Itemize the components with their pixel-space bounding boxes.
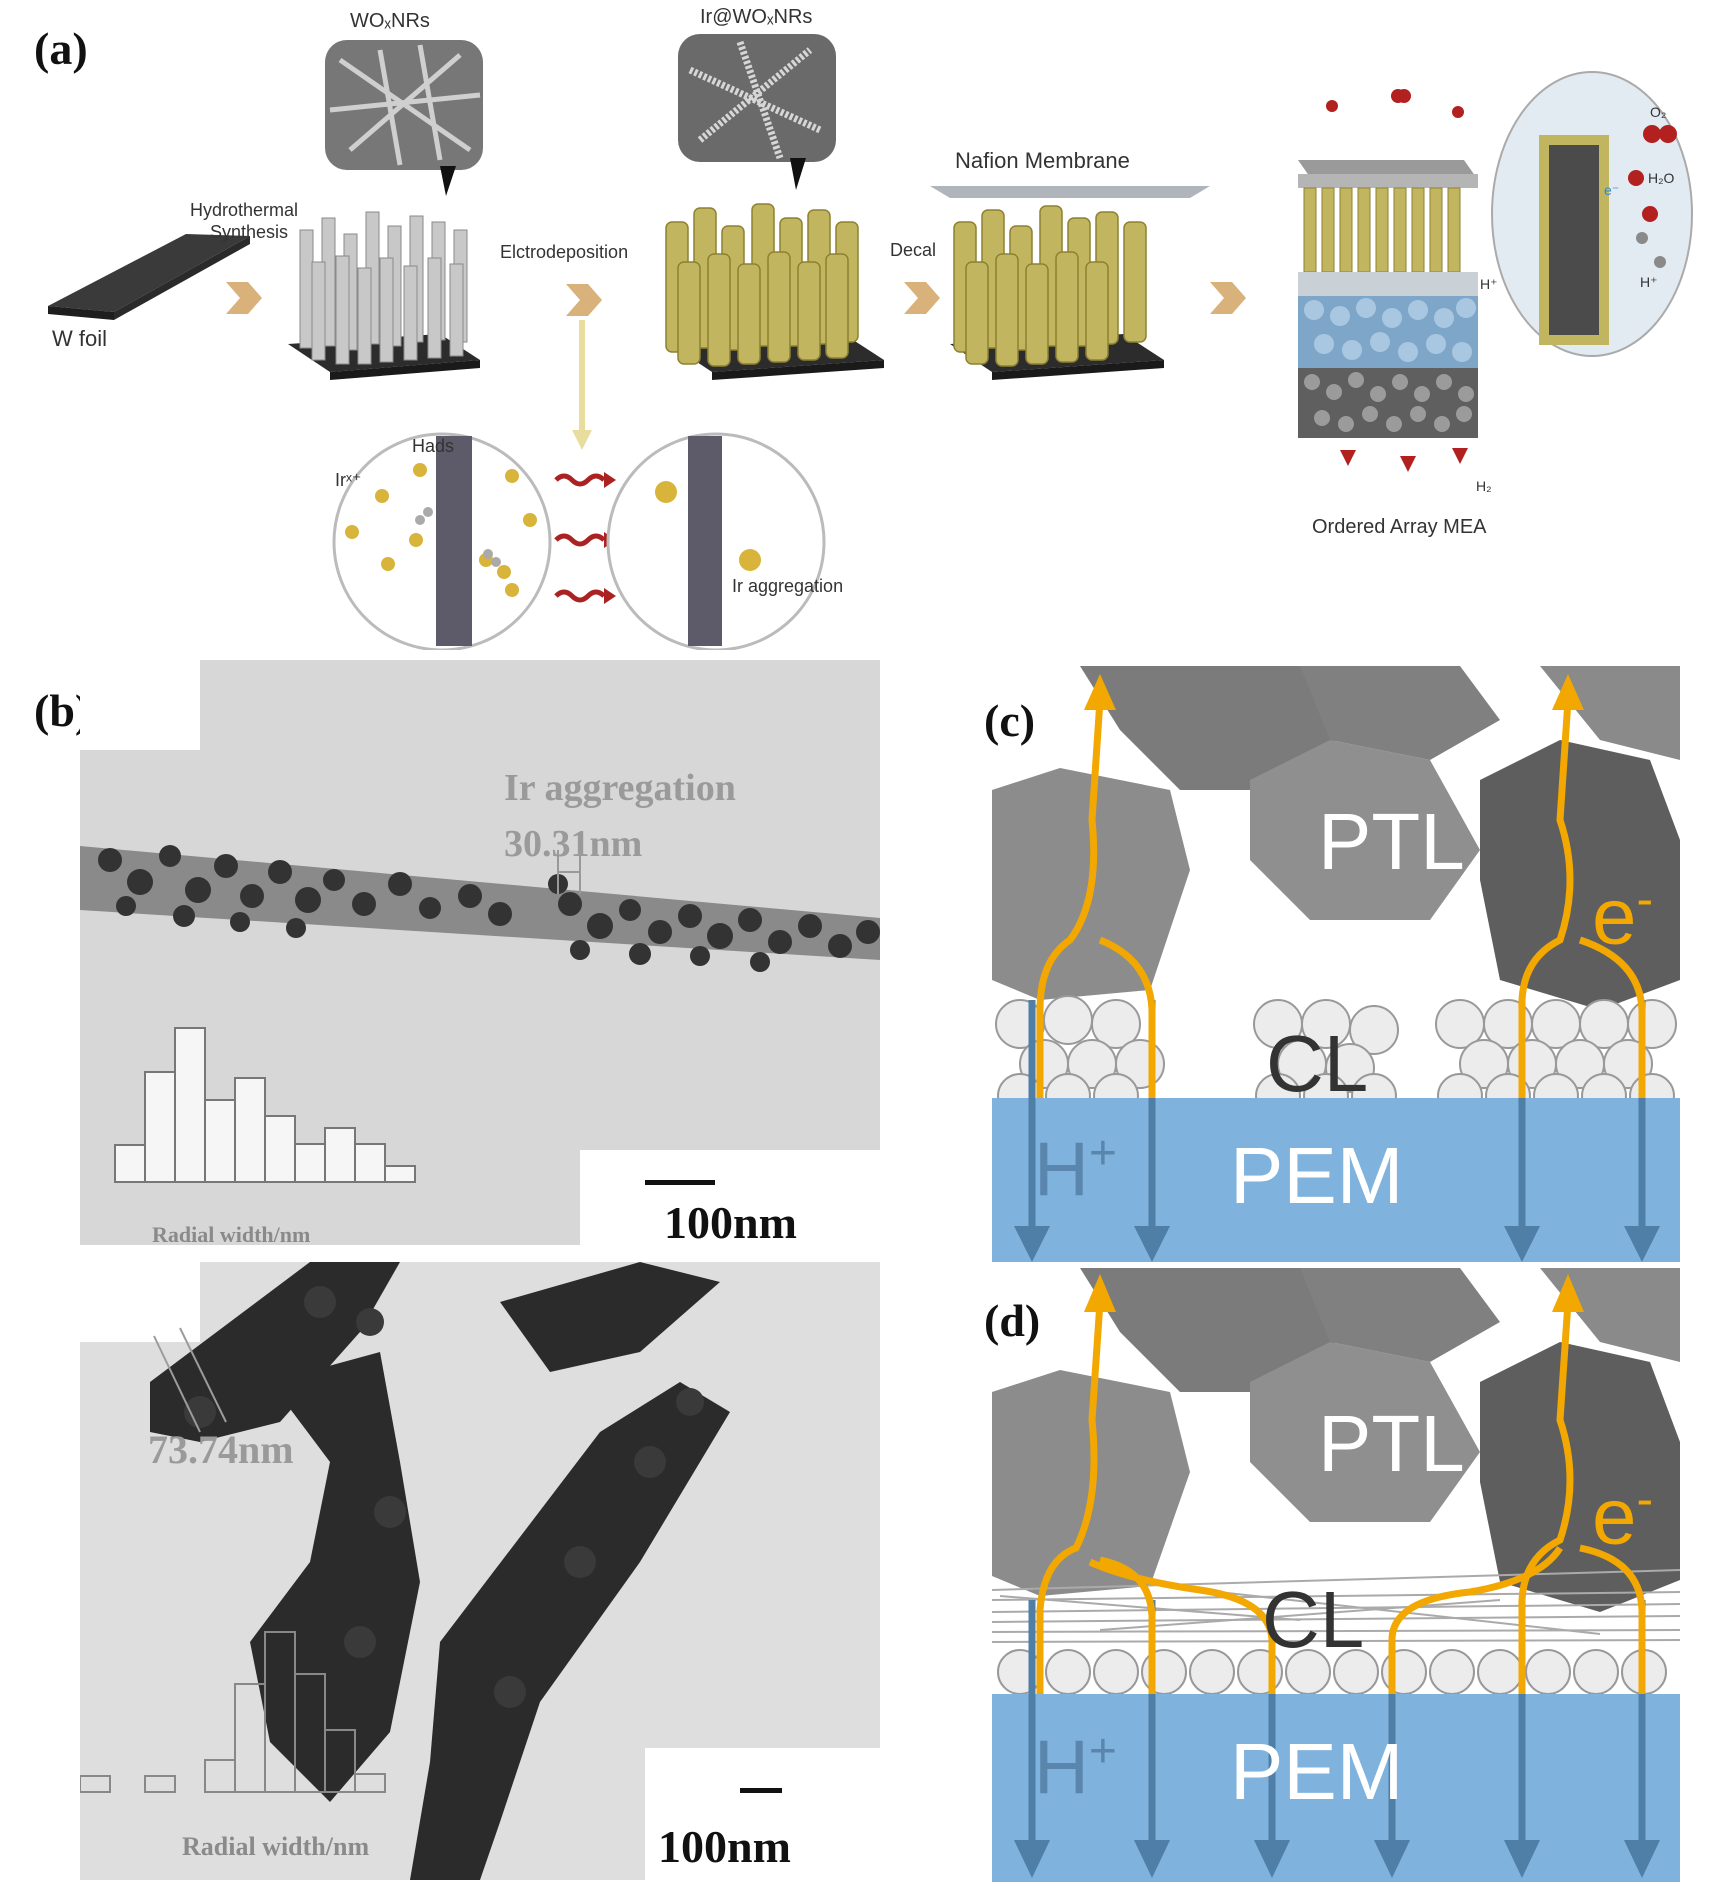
o2-label: O₂ [1650, 104, 1667, 120]
h-plus-bubble-label: H⁺ [1640, 274, 1658, 290]
c-pem-label: PEM [1230, 1131, 1404, 1220]
tem-image-i [80, 660, 880, 1245]
tem-ii-xlabel: Radial width/nm [182, 1832, 370, 1861]
electrodeposition-label: Elctrodeposition [500, 242, 629, 262]
histogram-i [114, 1027, 416, 1183]
mea-label: Ordered Array MEA [1312, 516, 1487, 538]
histogram-ii [80, 1631, 386, 1793]
decal-label: Decal [890, 240, 937, 260]
c-electron-sup: - [1636, 871, 1654, 927]
tem-image-ii [80, 1262, 880, 1880]
nafion-membrane [930, 186, 1210, 198]
d-ptl-label: PTL [1318, 1399, 1465, 1488]
d-electron-label: e- [1592, 1470, 1653, 1563]
w-foil-label: W foil [52, 326, 107, 351]
panel-label-d: (d) [984, 1295, 1041, 1346]
h-ads-label: Hads [412, 436, 455, 456]
d-electron-sup: - [1636, 1471, 1654, 1527]
tem-ii-size: 73.74nm [148, 1427, 294, 1472]
deposition-arrow [572, 319, 592, 450]
d-proton-h: H [1034, 1725, 1089, 1811]
synthesis-label: Synthesis [210, 222, 289, 242]
ir-ion-label: Irˣ⁺ [335, 470, 362, 490]
tem-i-xlabel: Radial width/nm [152, 1222, 311, 1247]
h2-label: H₂ [1476, 478, 1492, 494]
sem-bubble-ir-wox [678, 34, 836, 190]
mea-zoom-bubble [1491, 71, 1693, 357]
ir-wox-nanorod-array [665, 203, 884, 380]
d-electron-e: e [1592, 1471, 1637, 1561]
d-pem-label: PEM [1230, 1727, 1404, 1816]
ordered-array-mea [1298, 89, 1478, 472]
wox-nanorod-array [288, 211, 480, 380]
panel-label-a: (a) [34, 23, 88, 74]
c-proton-h: H [1034, 1127, 1089, 1213]
sem-bubble-wox [325, 40, 483, 196]
decal-nanorod-array [950, 205, 1164, 380]
nafion-label: Nafion Membrane [955, 148, 1130, 173]
d-proton-sup: + [1088, 1725, 1117, 1778]
tem-i-title: Ir aggregation [504, 767, 736, 809]
tem-ii-scale-label: 100nm [658, 1821, 791, 1872]
squiggle-arrows [554, 473, 606, 603]
c-cl-label: CL [1266, 1019, 1369, 1108]
c-electron-e: e [1592, 871, 1637, 961]
c-ptl-label: PTL [1318, 797, 1465, 886]
c-electron-label: e- [1592, 870, 1653, 963]
h-plus-mea-label: H⁺ [1480, 276, 1498, 292]
ir-aggregation-inset [606, 432, 826, 650]
h2o-label: H₂O [1648, 170, 1675, 186]
ir-wox-nrs-label: Ir@WOₓNRs [700, 6, 813, 28]
step-chevrons [226, 282, 1246, 316]
tem-i-scale-label: 100nm [664, 1197, 797, 1248]
ir-ion-inset [332, 432, 552, 650]
w-foil-slab [48, 234, 250, 320]
e-minus-label: e⁻ [1604, 182, 1620, 198]
d-proton-label: H+ [1034, 1724, 1117, 1811]
hydrothermal-label: Hydrothermal [190, 200, 299, 220]
tem-i-size: 30.31nm [504, 823, 643, 865]
c-proton-label: H+ [1034, 1126, 1117, 1213]
ir-aggregation-label: Ir aggregation [732, 576, 844, 596]
c-proton-sup: + [1088, 1127, 1117, 1180]
wox-nrs-label: WOₓNRs [350, 10, 430, 32]
panel-label-c: (c) [984, 695, 1036, 746]
panel-a-scheme [48, 34, 1693, 650]
d-cl-label: CL [1262, 1575, 1365, 1664]
